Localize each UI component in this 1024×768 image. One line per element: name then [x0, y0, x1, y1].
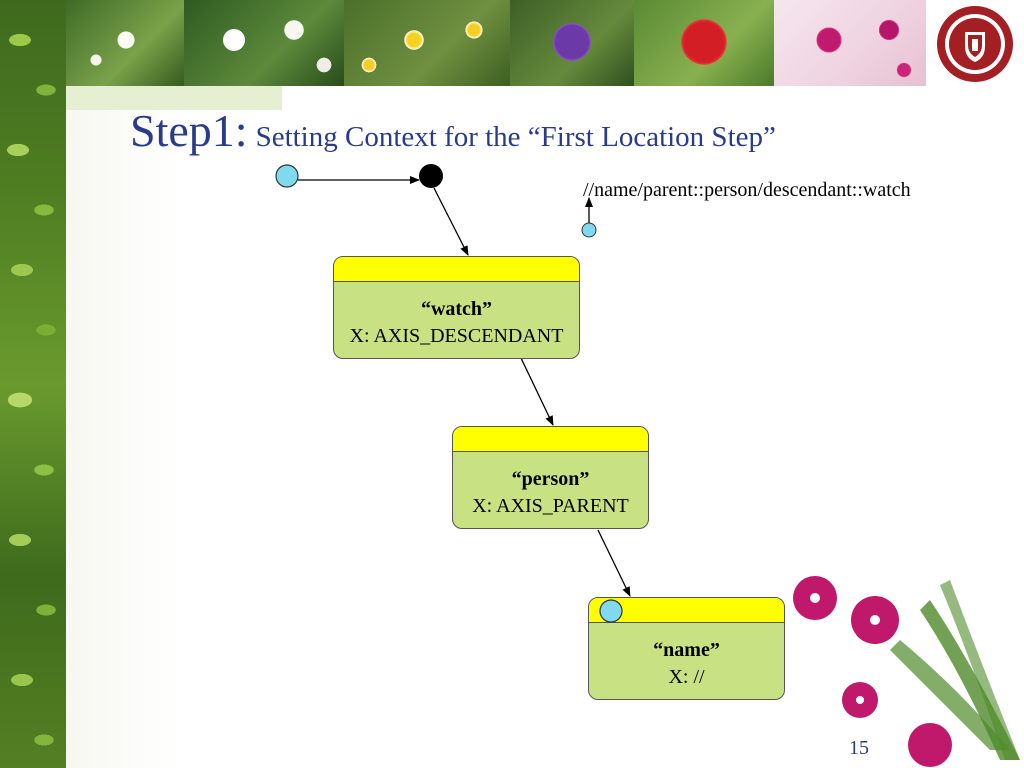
edge-person-to-name — [597, 529, 631, 597]
start-token — [275, 164, 299, 188]
title-accent-bar — [66, 86, 282, 110]
state-node-header — [589, 598, 784, 623]
flower-photo-strip — [66, 0, 926, 86]
node-token-icon — [599, 599, 623, 623]
flower-photo-orchid — [774, 0, 926, 86]
node-label: “watch” — [420, 298, 493, 320]
orchid-decoration — [793, 576, 1020, 767]
xpath-expression: //name/parent::person/descendant::watch — [583, 179, 911, 201]
flower-photo-purple — [510, 0, 634, 86]
state-node-header — [334, 257, 579, 282]
edge-watch-to-person — [520, 357, 554, 426]
foliage-strip — [0, 0, 66, 768]
node-axis: X: AXIS_PARENT — [472, 495, 629, 517]
wpi-seal-logo — [937, 6, 1013, 82]
node-axis: X: // — [668, 666, 705, 688]
title-text: Setting Context for the “First Location … — [255, 121, 776, 153]
active-token — [419, 164, 443, 188]
edge-to-watch — [433, 187, 469, 256]
flower-photo-white-blossoms — [184, 0, 344, 86]
flower-photo-jasmine — [66, 0, 184, 86]
page-number: 15 — [849, 737, 869, 759]
node-axis: X: AXIS_DESCENDANT — [349, 325, 564, 347]
state-node-name: “name” X: // — [588, 597, 785, 700]
state-node-watch: “watch” X: AXIS_DESCENDANT — [333, 256, 580, 359]
slide-title: Step1:Setting Context for the “First Loc… — [130, 104, 776, 157]
node-label: “name” — [653, 639, 720, 661]
title-step: Step1: — [130, 105, 248, 156]
flower-photo-plumeria — [344, 0, 510, 86]
node-label: “person” — [511, 468, 590, 490]
state-node-header — [453, 427, 648, 452]
state-node-person: “person” X: AXIS_PARENT — [452, 426, 649, 529]
flower-photo-hibiscus — [634, 0, 774, 86]
xpath-pointer-token — [581, 222, 597, 238]
